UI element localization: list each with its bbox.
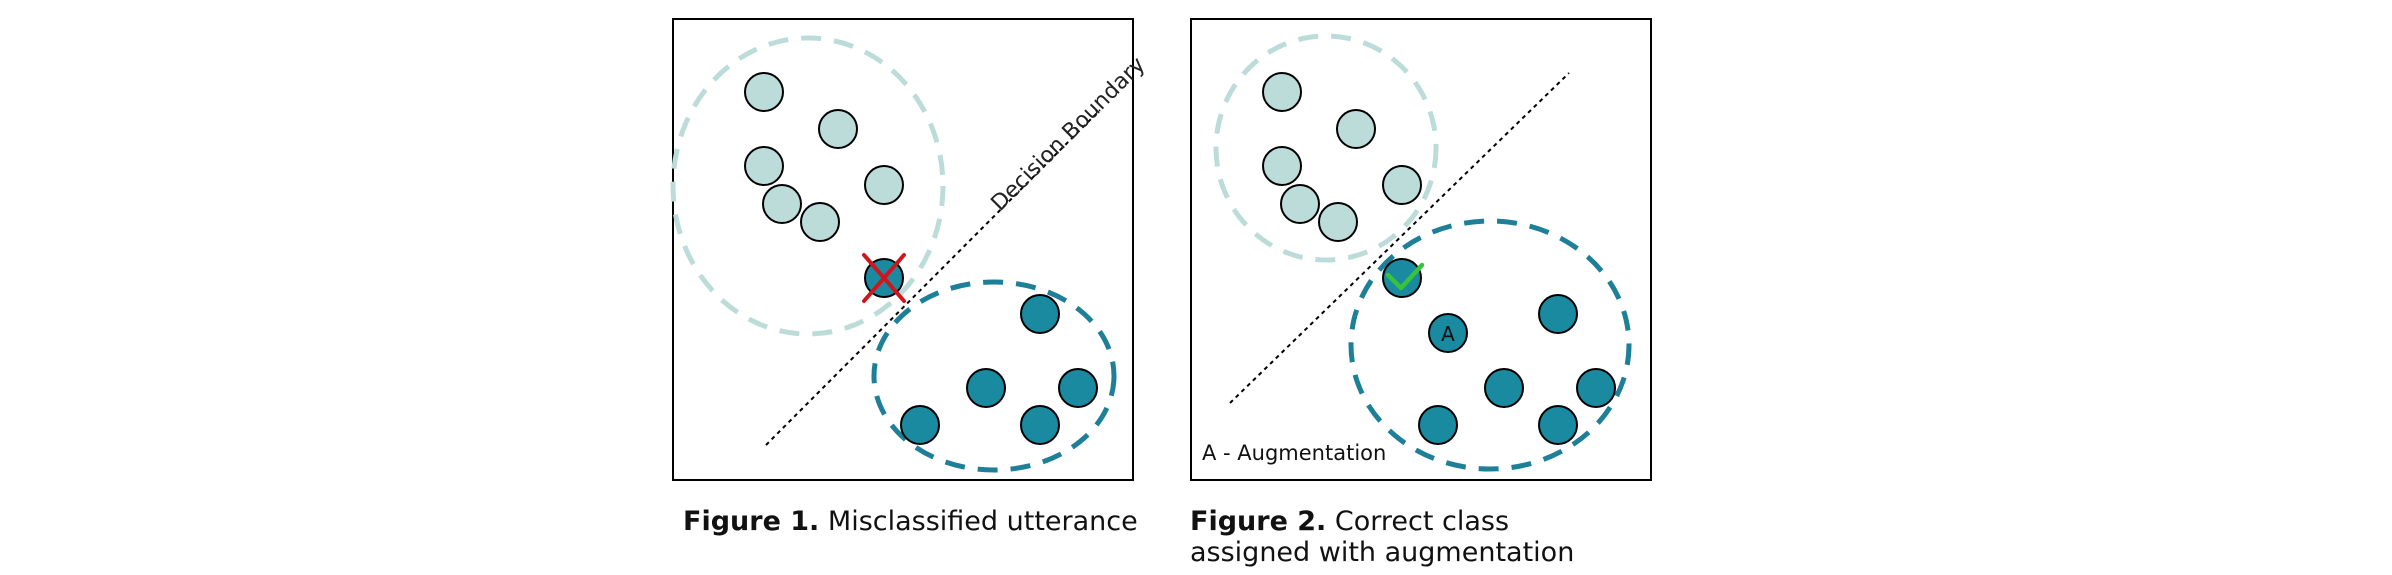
- dark-point: [1020, 405, 1060, 445]
- light-point: [1382, 165, 1422, 205]
- dark-cluster-boundary: [871, 279, 1117, 473]
- figure-1-panel: Decision Boundary: [670, 18, 1150, 481]
- dark-point: [1020, 294, 1060, 334]
- augmented-point-label: A: [1441, 322, 1455, 346]
- figure-1-caption: Figure 1. Misclassified utterance: [683, 506, 1143, 537]
- dark-point: [1058, 368, 1098, 408]
- light-points: [744, 72, 904, 242]
- dark-points: [864, 258, 1098, 445]
- light-cluster-boundary: [1213, 33, 1439, 263]
- dark-point: [1576, 368, 1616, 408]
- light-point: [818, 109, 858, 149]
- dark-point: [900, 405, 940, 445]
- decision-boundary-line: [1229, 72, 1570, 404]
- decision-boundary-line: [765, 109, 1101, 446]
- check-icon: [1385, 262, 1425, 291]
- light-point: [744, 72, 784, 112]
- correctly-classified-point: [1382, 258, 1422, 298]
- light-point: [1262, 72, 1302, 112]
- augmented-point: [1428, 313, 1468, 353]
- figure-1-caption-number: Figure 1.: [683, 506, 820, 537]
- light-point: [762, 184, 802, 224]
- light-point: [1262, 146, 1302, 186]
- dark-point: [1538, 405, 1578, 445]
- augmentation-legend: A - Augmentation: [1202, 441, 1386, 465]
- figure-2-caption: Figure 2. Correct class assigned with au…: [1190, 506, 1630, 568]
- dark-point: [1484, 368, 1524, 408]
- figure-2-caption-number: Figure 2.: [1190, 506, 1327, 537]
- light-point: [1280, 184, 1320, 224]
- light-points: [1262, 72, 1422, 242]
- figure-2-diagram: A A - Augmentation: [1190, 18, 1652, 481]
- cross-icon: [862, 253, 906, 303]
- light-point: [1336, 109, 1376, 149]
- dark-cluster-boundary: [1348, 218, 1632, 472]
- figure-1-diagram: Decision Boundary: [670, 18, 1150, 481]
- dark-points: [1382, 258, 1616, 445]
- light-point: [800, 202, 840, 242]
- dark-point: [966, 368, 1006, 408]
- light-point: [744, 146, 784, 186]
- dark-point: [1538, 294, 1578, 334]
- figure-1-frame: [672, 18, 1134, 481]
- light-point: [1318, 202, 1358, 242]
- dark-point: [1418, 405, 1458, 445]
- figure-2-caption-text: Correct class assigned with augmentation: [1190, 506, 1575, 568]
- light-point: [864, 165, 904, 205]
- figure-2-panel: A A - Augmentation: [1190, 18, 1652, 481]
- decision-boundary-label: Decision Boundary: [987, 52, 1151, 216]
- light-cluster-boundary: [670, 35, 946, 337]
- figure-1-caption-text: Misclassified utterance: [819, 506, 1138, 537]
- figure-2-frame: [1190, 18, 1652, 481]
